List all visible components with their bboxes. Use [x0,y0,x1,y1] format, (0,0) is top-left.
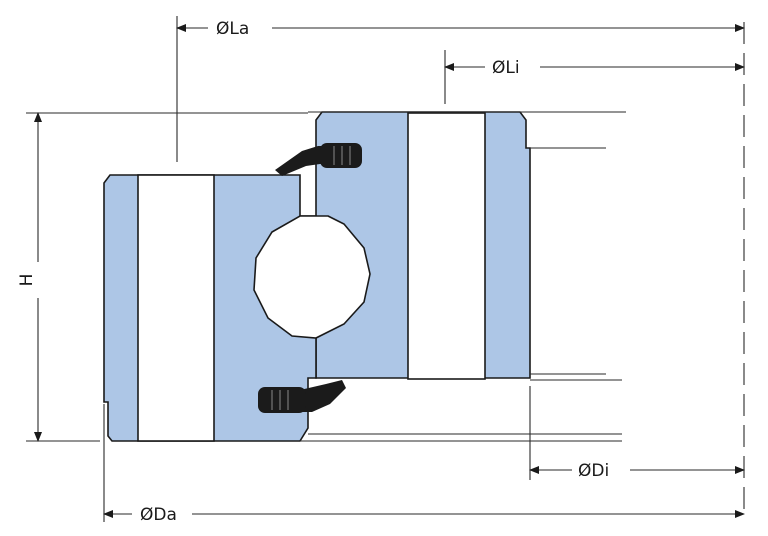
bottom-seal-lip [300,380,346,412]
top-seal [275,143,362,176]
dimension-di: ØDi [529,386,745,481]
top-seal-body [320,143,362,168]
bottom-seal-body [258,387,306,413]
outer-ring-mounting-hole [137,174,215,442]
bottom-seal [258,380,346,413]
la-label: ØLa [216,19,249,39]
inner-ring [308,111,626,381]
dimension-la: ØLa [176,16,745,162]
dimension-da: ØDa [103,404,745,525]
li-label: ØLi [492,58,520,78]
di-label: ØDi [578,461,609,481]
dimension-li: ØLi [444,50,745,104]
h-label: H [17,274,37,287]
ball-raceway [253,215,371,339]
outer-ring [103,174,622,442]
inner-ring-mounting-hole [407,112,486,380]
da-label: ØDa [140,505,177,525]
dimension-h: H [17,112,308,442]
